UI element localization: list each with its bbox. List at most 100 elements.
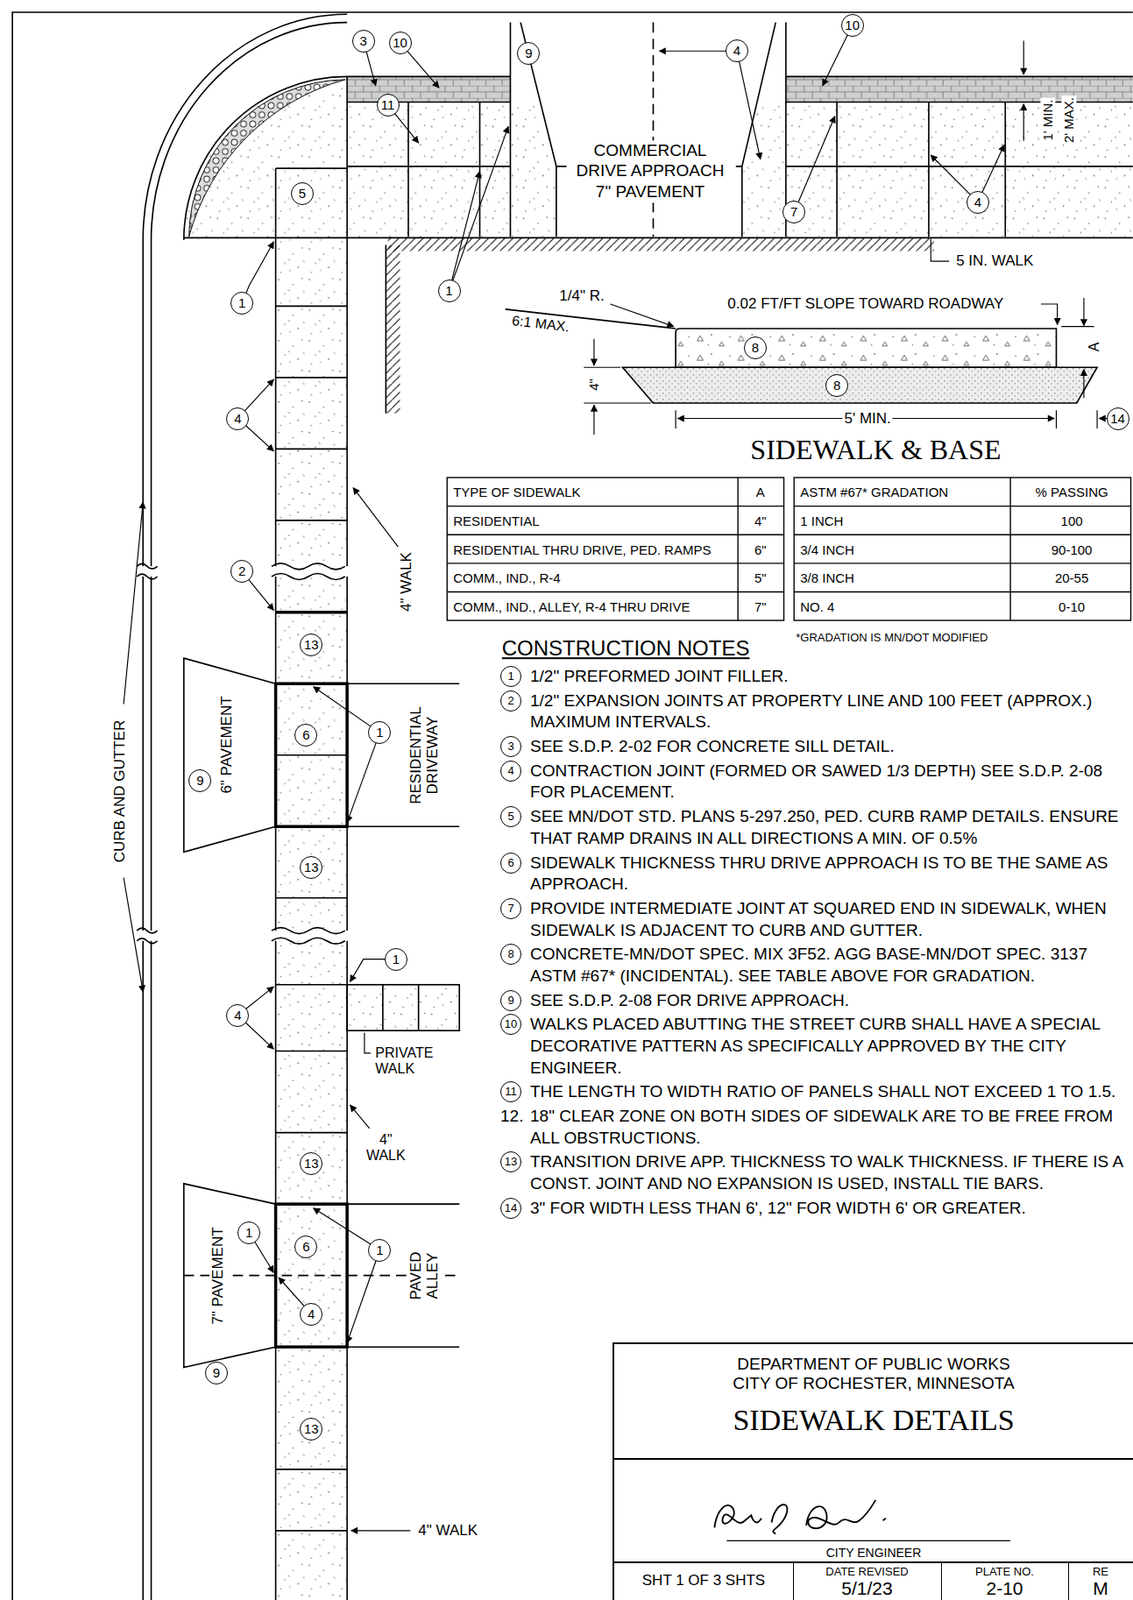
- note-row: 14 3" FOR WIDTH LESS THAN 6', 12" FOR WID…: [500, 1197, 1128, 1220]
- dimension-label: 4": [586, 376, 602, 393]
- note-number: 13: [500, 1151, 522, 1173]
- note-text: 18" CLEAR ZONE ON BOTH SIDES OF SIDEWALK…: [530, 1105, 1128, 1149]
- callout-number: 4: [226, 1004, 249, 1027]
- dimension-label: 5' MIN.: [842, 410, 893, 428]
- callout-number: 6: [294, 1235, 318, 1259]
- dimension-label: 5 IN. WALK: [954, 252, 1035, 270]
- table-cell: COMM., IND., R-4: [453, 571, 561, 585]
- table-cell: NO. 4: [800, 599, 835, 613]
- note-text: SEE S.D.P. 2-08 FOR DRIVE APPROACH.: [530, 990, 1128, 1013]
- title-cell: DATE REVISED5/1/23: [793, 1561, 942, 1600]
- note-number: 2: [500, 690, 522, 712]
- table-cell: 6": [754, 542, 767, 556]
- note-text: 3" FOR WIDTH LESS THAN 6', 12" FOR WIDTH…: [530, 1197, 1128, 1220]
- note-text: CONTRACTION JOINT (FORMED OR SAWED 1/3 D…: [530, 760, 1128, 804]
- callout-number: 13: [299, 1417, 323, 1441]
- note-text: CONCRETE-MN/DOT SPEC. MIX 3F52. AGG BASE…: [530, 943, 1128, 987]
- note-number: 1: [500, 665, 522, 687]
- title-text: SIDEWALK DETAILS: [614, 1403, 1133, 1437]
- callout-number: 9: [516, 42, 540, 65]
- table-cell: 90-100: [1051, 542, 1093, 556]
- note-number: 6: [500, 852, 522, 874]
- table-cell: 4": [754, 514, 767, 528]
- callout-number: 8: [743, 336, 767, 360]
- callout-number: 13: [299, 856, 323, 879]
- callout-number: 13: [299, 633, 323, 657]
- callout-number: 3: [352, 29, 376, 53]
- table-cell: 0-10: [1058, 599, 1085, 613]
- note-number: 14: [500, 1197, 522, 1219]
- callout-number: 5: [290, 182, 314, 206]
- title-cell: REM: [1068, 1561, 1133, 1600]
- alley-label: PAVED ALLEY: [408, 1234, 441, 1318]
- callout-number: 13: [299, 1152, 323, 1176]
- table-cell: RESIDENTIAL THRU DRIVE, PED. RAMPS: [453, 542, 711, 556]
- note-row: 13 TRANSITION DRIVE APP. THICKNESS TO WAL…: [500, 1151, 1128, 1195]
- note-row: 6 SIDEWALK THICKNESS THRU DRIVE APPROACH …: [500, 852, 1128, 896]
- table-footnote: *GRADATION IS MN/DOT MODIFIED: [793, 631, 990, 645]
- walk-label: 4" WALK: [360, 1133, 412, 1164]
- table-cell: ASTM #67* GRADATION: [800, 485, 949, 499]
- callout-number: 8: [825, 374, 849, 397]
- table-cell: 5": [754, 571, 767, 585]
- note-text: SIDEWALK THICKNESS THRU DRIVE APPROACH I…: [530, 852, 1128, 896]
- note-text: 1/2" PREFORMED JOINT FILLER.: [530, 665, 1128, 688]
- note-number: 11: [500, 1081, 522, 1103]
- title-block: DEPARTMENT OF PUBLIC WORKS CITY OF ROCHE…: [612, 1342, 1133, 1600]
- note-text: TRANSITION DRIVE APP. THICKNESS TO WALK …: [530, 1151, 1128, 1195]
- note-number: 10: [500, 1013, 522, 1035]
- note-number: 9: [500, 990, 522, 1012]
- callout-number: 1: [368, 1239, 391, 1262]
- callout-number: 4: [725, 39, 749, 63]
- note-number: 3: [500, 736, 522, 758]
- drive-label: COMMERCIAL DRIVE APPROACH 7" PAVEMENT: [568, 140, 732, 203]
- curb-label: CURB AND GUTTER: [112, 718, 130, 864]
- title-cell: PLATE NO.2-10: [941, 1561, 1069, 1600]
- slope-label: 6:1 MAX.: [509, 312, 573, 336]
- title-text: PLATE NO.: [941, 1565, 1068, 1579]
- callout-number: 10: [841, 14, 864, 37]
- callout-number: 7: [782, 200, 806, 224]
- callout-number: 4: [226, 407, 249, 431]
- callout-number: 4: [966, 191, 990, 214]
- note-row: 10WALKS PLACED ABUTTING THE STREET CURB …: [500, 1013, 1128, 1079]
- slope-label: 0.02 FT/FT SLOPE TOWARD ROADWAY: [725, 295, 1006, 313]
- pavement-label: 6" PAVEMENT: [218, 694, 236, 796]
- title-cell: SHT 1 OF 3 SHTS: [614, 1561, 794, 1600]
- title-text: DATE REVISED: [793, 1565, 941, 1579]
- table-cell: TYPE OF SIDEWALK: [453, 485, 581, 499]
- note-row: 9 SEE S.D.P. 2-08 FOR DRIVE APPROACH.: [500, 990, 1128, 1013]
- table-cell: 1 INCH: [800, 514, 843, 528]
- note-row: 2 1/2" EXPANSION JOINTS AT PROPERTY LINE …: [500, 690, 1128, 734]
- callout-number: 14: [1106, 407, 1130, 431]
- note-text: SEE MN/DOT STD. PLANS 5-297.250, PED. CU…: [530, 806, 1128, 850]
- dimension-label: A: [1086, 340, 1103, 355]
- title-text: SHT 1 OF 3 SHTS: [614, 1572, 794, 1590]
- title-text: RE: [1069, 1565, 1133, 1579]
- walk-label: 4" WALK: [416, 1522, 480, 1541]
- table-cell: % PASSING: [1035, 485, 1109, 499]
- callout-number: 1: [438, 279, 461, 303]
- title-text: CITY ENGINEER: [614, 1546, 1133, 1560]
- dimension-label: 1' MIN.: [1040, 98, 1056, 143]
- note-number: 4: [500, 760, 522, 782]
- title-text: DEPARTMENT OF PUBLIC WORKS CITY OF ROCHE…: [722, 1354, 1026, 1394]
- note-number: 12.: [500, 1105, 522, 1128]
- table-cell: 20-55: [1055, 571, 1089, 585]
- notes-heading: CONSTRUCTION NOTES: [500, 636, 752, 661]
- table-cell: COMM., IND., ALLEY, R-4 THRU DRIVE: [453, 599, 690, 613]
- callout-number: 1: [384, 948, 408, 971]
- notes-list: 1 1/2" PREFORMED JOINT FILLER. 2 1/2" EXPAN…: [500, 665, 1128, 1223]
- driveway-label: RESIDENTIAL DRIVEWAY: [408, 692, 441, 819]
- section-title: SIDEWALK & BASE: [748, 432, 1003, 466]
- note-text: 1/2" EXPANSION JOINTS AT PROPERTY LINE A…: [530, 690, 1128, 734]
- callout-number: 1: [230, 291, 254, 315]
- table-cell: 7": [754, 599, 767, 613]
- callout-number: 9: [205, 1361, 228, 1385]
- note-text: THE LENGTH TO WIDTH RATIO OF PANELS SHAL…: [530, 1081, 1128, 1104]
- title-text: 5/1/23: [793, 1578, 941, 1599]
- walk-label: PRIVATE WALK: [373, 1046, 461, 1077]
- table-cell: 3/8 INCH: [800, 571, 855, 585]
- callout-number: 1: [237, 1221, 261, 1245]
